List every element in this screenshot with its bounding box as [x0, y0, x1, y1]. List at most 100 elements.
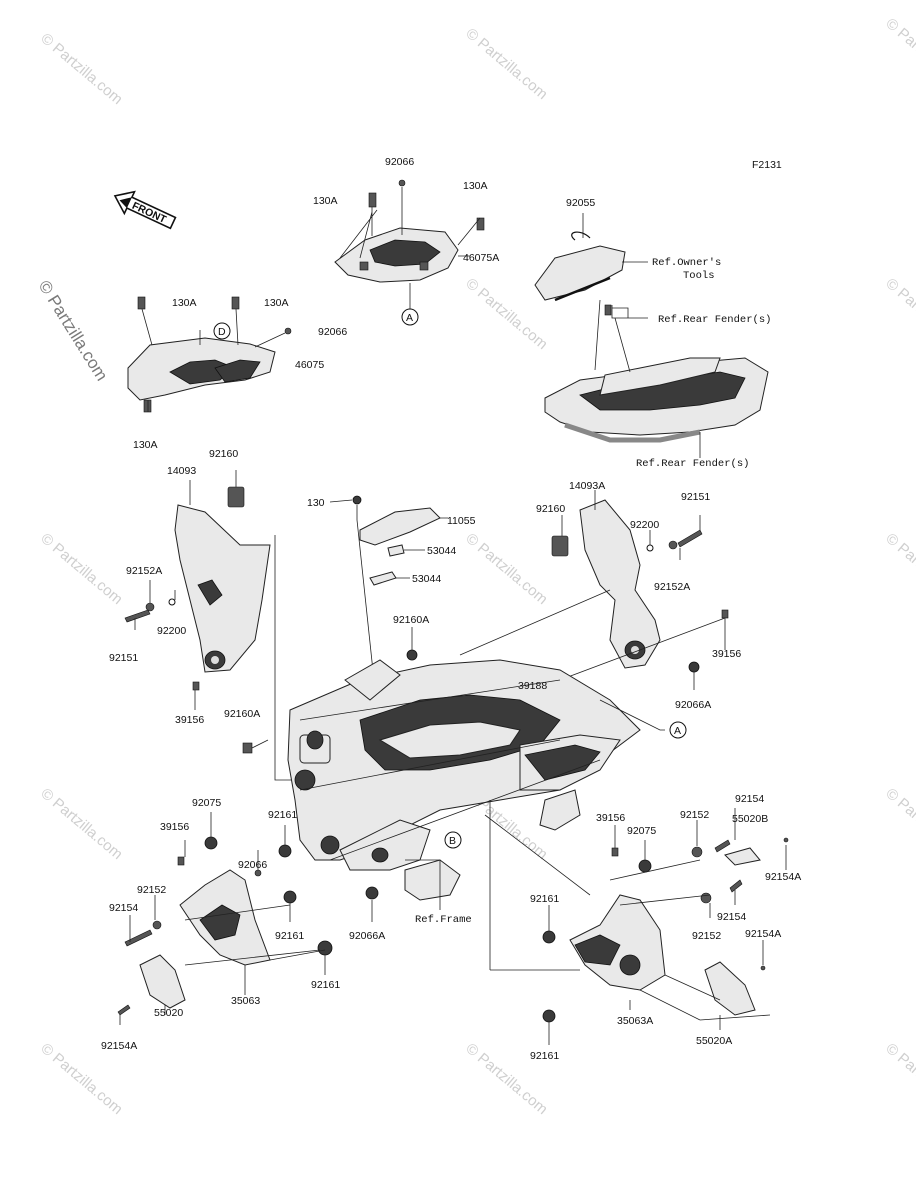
- label-ref-owners: Ref.Owner's: [652, 257, 721, 269]
- washer-92200-a: [168, 598, 176, 606]
- watermark-mc: © Partzilla.com: [462, 530, 550, 608]
- side-cover-14093: [174, 504, 271, 673]
- label-92152A-a: 92152A: [126, 565, 162, 577]
- label-92152A-b: 92152A: [654, 581, 690, 593]
- callout-A-top-text: A: [406, 312, 413, 324]
- damper-92160-a: [227, 486, 245, 508]
- collar-92161-e: [317, 940, 333, 956]
- watermark-r4: © Partzilla.com: [882, 785, 916, 863]
- collar-92152A-b: [668, 540, 678, 550]
- guard-55020A: [704, 961, 756, 1016]
- label-92066A-a: 92066A: [675, 699, 711, 711]
- watermark-tl: © Partzilla.com: [37, 30, 125, 108]
- nut-92066A-b: [365, 886, 379, 900]
- clip-39156-a: [192, 681, 200, 691]
- label-92161-a: 92161: [268, 809, 297, 821]
- label-92151-a: 92151: [681, 491, 710, 503]
- label-92151-b: 92151: [109, 652, 138, 664]
- label-92160-b: 92160: [536, 503, 565, 515]
- bolt-92154-a: [124, 929, 153, 947]
- clip-39156-c: [177, 856, 185, 866]
- callout-B-text: B: [449, 835, 456, 847]
- guard-55020: [139, 954, 186, 1009]
- label-92154-c: 92154: [717, 911, 746, 923]
- callout-D: D: [213, 322, 231, 340]
- bracket-35063A: [569, 894, 666, 991]
- watermark-l3: © Partzilla.com: [37, 785, 125, 863]
- bolt-130A-b: [476, 217, 485, 231]
- label-ref-rear-fender-b: Ref.Rear Fender(s): [636, 458, 749, 470]
- callout-D-text: D: [218, 326, 226, 338]
- label-92161-c: 92161: [530, 893, 559, 905]
- bracket-46075A: [334, 227, 459, 283]
- bolt-130A-c: [137, 296, 146, 310]
- clip-39156-b: [721, 609, 729, 619]
- nut-92066-top: [398, 179, 406, 187]
- clip-92055: [571, 231, 591, 241]
- collar-92152-a: [691, 846, 703, 858]
- bolt-92154-b: [714, 839, 731, 853]
- label-92161-e: 92161: [311, 979, 340, 991]
- callout-A-top: A: [401, 308, 419, 326]
- label-39156-a: 39156: [712, 648, 741, 660]
- collar-92152-b: [152, 920, 162, 930]
- label-92161-b: 92161: [275, 930, 304, 942]
- collar-92075-b: [638, 859, 652, 873]
- watermark-r3: © Partzilla.com: [882, 530, 916, 608]
- labels: 92066 130A 130A 46075A 92055 Ref.Owner's…: [101, 156, 801, 1062]
- label-92160-a: 92160: [209, 448, 238, 460]
- label-130A-a: 130A: [313, 195, 338, 207]
- bolt-92151-b: [677, 529, 703, 548]
- bracket-35063: [179, 869, 271, 966]
- label-92154A-b: 92154A: [745, 928, 781, 940]
- bolt-92154A-b: [760, 965, 766, 971]
- collar-92161-a: [278, 844, 292, 858]
- front-label: FRONT: [130, 200, 168, 226]
- label-92152-a: 92152: [680, 809, 709, 821]
- label-39156-c: 39156: [160, 821, 189, 833]
- plate-11055: [359, 507, 441, 546]
- main-frame: [287, 659, 641, 901]
- damper-92160-b: [551, 535, 569, 557]
- label-92152-b: 92152: [137, 884, 166, 896]
- ref-frame-leader: [405, 859, 441, 910]
- clip-53044-b: [369, 571, 397, 586]
- watermark-r2: © Partzilla.com: [882, 275, 916, 353]
- label-130A-d: 130A: [264, 297, 289, 309]
- label-92066A-b: 92066A: [349, 930, 385, 942]
- label-92160A-a: 92160A: [393, 614, 429, 626]
- callout-A-mid: A: [669, 721, 687, 739]
- side-cover-14093A: [579, 499, 661, 669]
- label-92200-b: 92200: [157, 625, 186, 637]
- label-92075-a: 92075: [192, 797, 221, 809]
- nut-92066A-a: [688, 661, 700, 673]
- watermark-r1: © Partzilla.com: [882, 15, 916, 93]
- label-130A-c: 130A: [172, 297, 197, 309]
- watermark-dark: © Partzilla.com: [35, 277, 112, 384]
- collar-92161-c: [542, 930, 556, 944]
- label-92066-c: 92066: [238, 859, 267, 871]
- label-92055: 92055: [566, 197, 595, 209]
- bolt-92154-c: [729, 879, 743, 893]
- collar-92161-d: [542, 1009, 556, 1023]
- nut-92160A-b: [242, 742, 253, 754]
- label-92161-d: 92161: [530, 1050, 559, 1062]
- label-92154A-c: 92154A: [101, 1040, 137, 1052]
- label-14093: 14093: [167, 465, 196, 477]
- label-92160A-b: 92160A: [224, 708, 260, 720]
- label-35063A: 35063A: [617, 1015, 653, 1027]
- label-39156-d: 39156: [596, 812, 625, 824]
- label-46075A: 46075A: [463, 252, 499, 264]
- watermark-tc: © Partzilla.com: [462, 25, 550, 103]
- guard-55020B: [724, 847, 761, 866]
- collar-92075-a: [204, 836, 218, 850]
- label-92200-a: 92200: [630, 519, 659, 531]
- figure-code: F2131: [752, 159, 782, 171]
- nut-92160A-a: [406, 649, 418, 661]
- label-92154-a: 92154: [735, 793, 764, 805]
- bolt-92151-a: [124, 609, 151, 623]
- label-92154-b: 92154: [109, 902, 138, 914]
- label-130A-b: 130A: [463, 180, 488, 192]
- watermark-l2: © Partzilla.com: [37, 530, 125, 608]
